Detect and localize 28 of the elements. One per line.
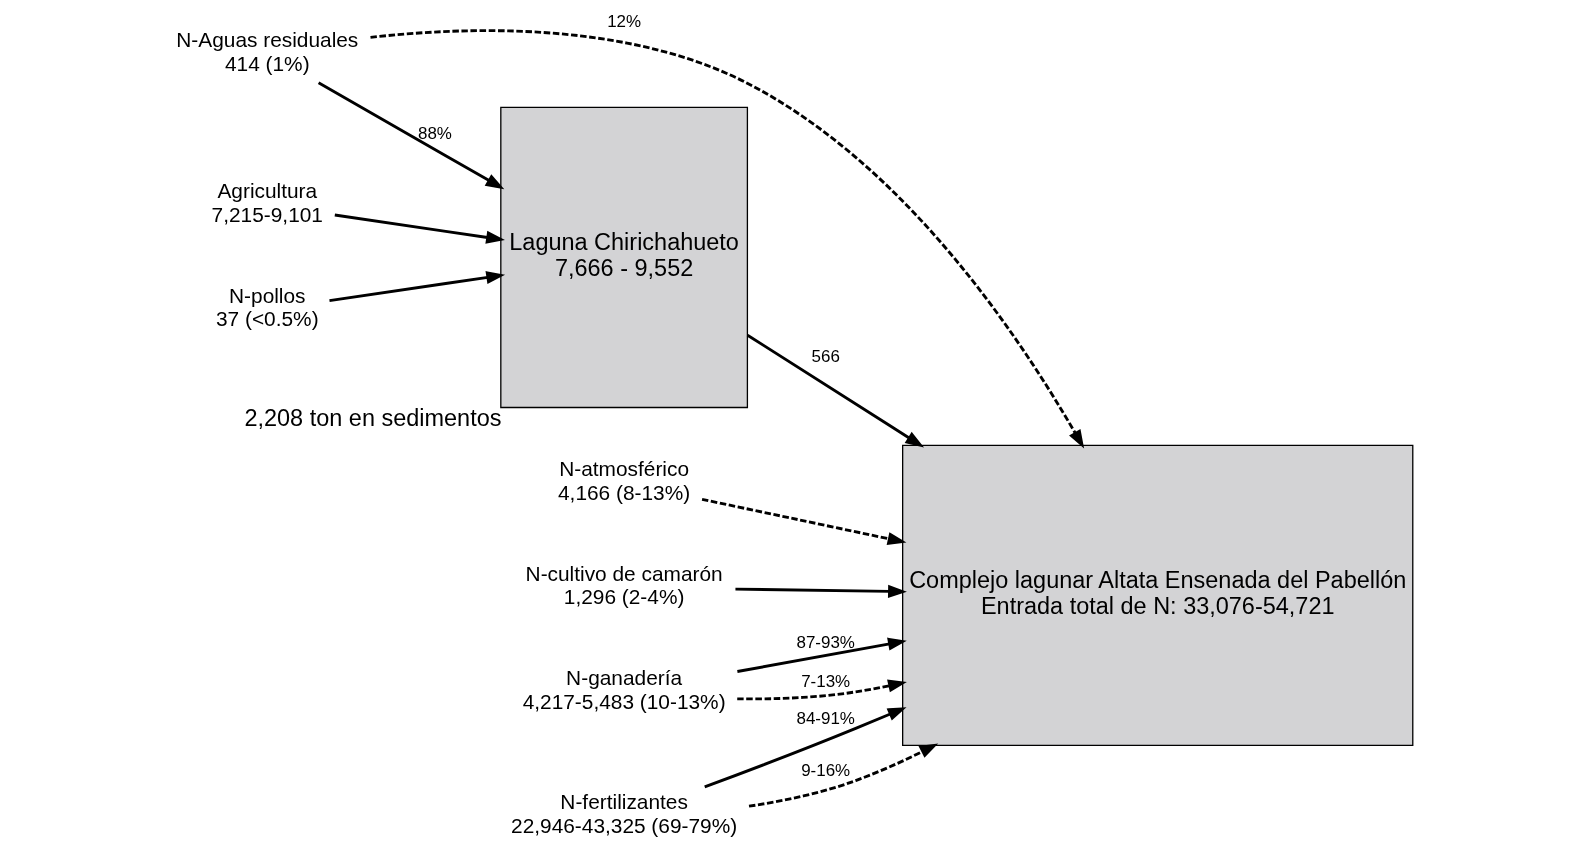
node-box: Complejo lagunar Altata Ensenada del Pabellón Entrada total de N: 33,076-54,721 (901, 444, 1413, 747)
node-text: N-Aguas residuales 414 (1%) (175, 28, 358, 75)
edge-label: 87-93% (795, 633, 855, 653)
arrow (317, 81, 504, 190)
arrow (703, 707, 906, 789)
node-text: Agricultura 7,215-9,101 (211, 179, 323, 226)
arrow (369, 29, 1084, 449)
node-text: N-fertilizantes 22,946-43,325 (69-79%) (510, 790, 737, 837)
node-text: N-atmosférico 4,166 (8-13%) (557, 457, 690, 504)
edge-label: 9-16% (800, 760, 850, 780)
edge-label: 566 (811, 347, 840, 367)
arrow (736, 679, 907, 701)
edge-label: 12% (606, 12, 641, 32)
arrow (734, 584, 907, 598)
arrow (748, 743, 938, 808)
arrow (701, 497, 906, 546)
edge-label: 84-91% (795, 708, 855, 728)
edge-label: 7-13% (800, 672, 850, 692)
node-text: N-cultivo de camarón 1,296 (2-4%) (525, 561, 723, 609)
arrow (736, 637, 907, 673)
arrow (328, 271, 505, 303)
arrow (746, 333, 924, 448)
arrow (334, 213, 505, 244)
node-label: 2,208 ton en sedimentos (243, 405, 501, 432)
node-text: N-ganadería 4,217-5,483 (10-13%) (522, 666, 726, 713)
node-box: Laguna Chirichahueto 7,666 - 9,552 (499, 106, 748, 409)
edge-label: 88% (417, 124, 452, 144)
node-text: N-pollos 37 (<0.5%) (215, 283, 319, 331)
